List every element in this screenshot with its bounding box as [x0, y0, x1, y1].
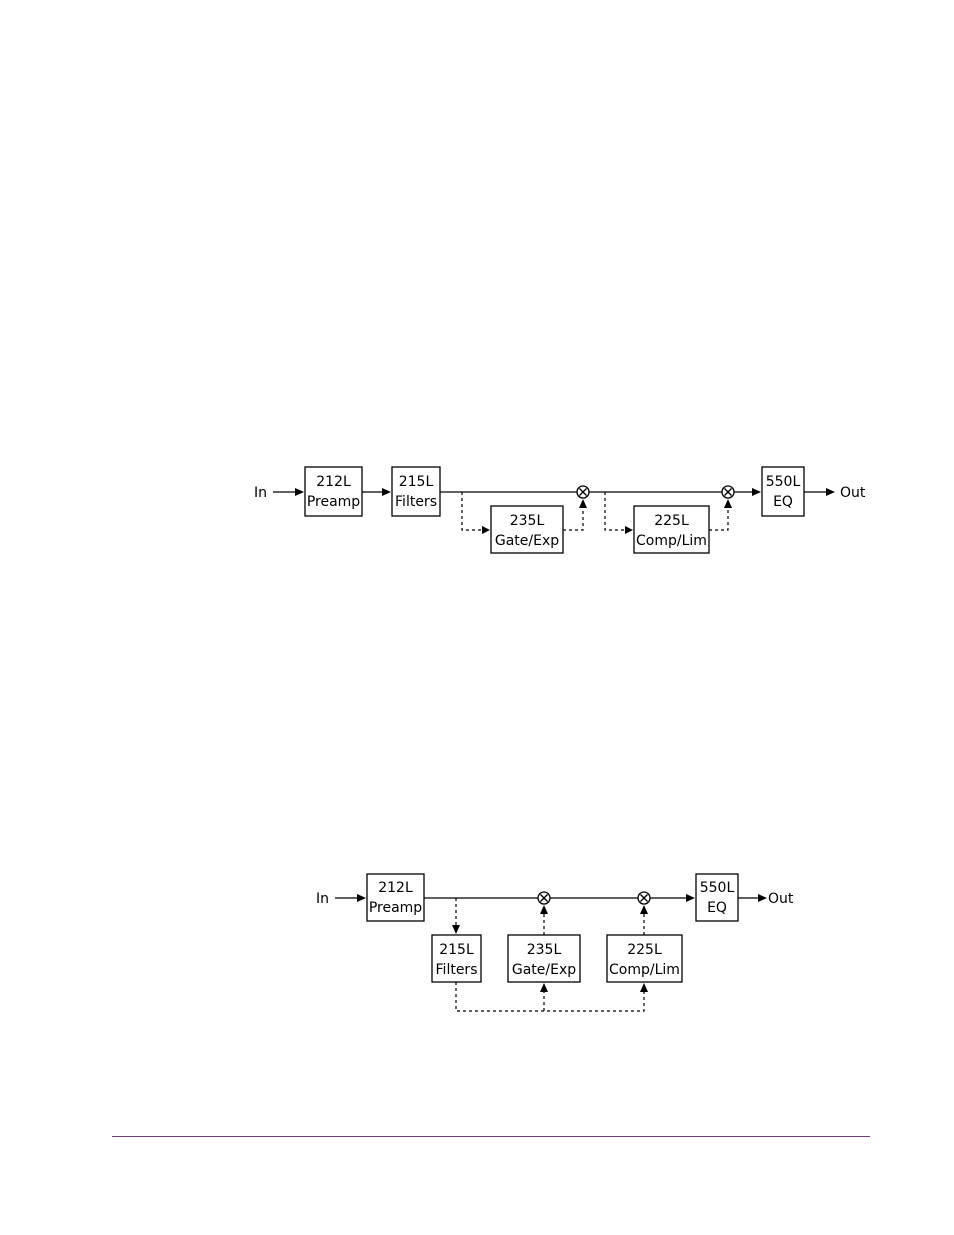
- signal-chain-diagram-parallel: In 212L Preamp 550L EQ Out 215L: [316, 874, 794, 1011]
- mixer-to-eq-arrowhead: [752, 488, 761, 496]
- input-arrowhead: [357, 894, 366, 902]
- eq-name: EQ: [707, 900, 727, 916]
- mixer-to-eq-arrowhead: [686, 894, 695, 902]
- gate-name: Gate/Exp: [495, 533, 559, 549]
- signal-chain-diagram-serial: In 212L Preamp 215L Filters 235L Gate/Ex…: [254, 467, 866, 553]
- preamp-to-filters-arrowhead: [382, 488, 391, 496]
- comp-name: Comp/Lim: [636, 533, 707, 549]
- output-arrowhead: [758, 894, 767, 902]
- preamp-name: Preamp: [369, 900, 422, 916]
- input-label: In: [316, 891, 329, 907]
- gate-model: 235L: [527, 942, 562, 958]
- eq-model: 550L: [700, 880, 735, 896]
- comp-name: Comp/Lim: [609, 962, 680, 978]
- comp-sidechain-line: [605, 492, 625, 530]
- gate-name: Gate/Exp: [512, 962, 576, 978]
- filters-name: Filters: [395, 494, 437, 510]
- preamp-model: 212L: [378, 880, 413, 896]
- gate-control-arrowhead: [540, 905, 548, 914]
- comp-model: 225L: [654, 513, 689, 529]
- filters-bus-line: [456, 982, 644, 1011]
- gate-sidechain-line: [462, 492, 482, 530]
- gate-model: 235L: [510, 513, 545, 529]
- output-arrowhead: [826, 488, 835, 496]
- comp-sidechain-arrowhead: [625, 526, 633, 534]
- eq-name: EQ: [773, 494, 793, 510]
- input-arrowhead: [295, 488, 304, 496]
- filters-to-gate-arrowhead: [540, 983, 548, 992]
- comp-control-arrowhead: [724, 499, 732, 508]
- input-label: In: [254, 485, 267, 501]
- output-label: Out: [768, 891, 794, 907]
- filters-model: 215L: [439, 942, 474, 958]
- filters-sidechain-arrowhead: [452, 925, 460, 934]
- filters-to-comp-arrowhead: [640, 983, 648, 992]
- filters-name: Filters: [436, 962, 478, 978]
- comp-control-line: [709, 507, 728, 530]
- preamp-model: 212L: [316, 474, 351, 490]
- filters-model: 215L: [399, 474, 434, 490]
- eq-model: 550L: [766, 474, 801, 490]
- comp-control-arrowhead: [640, 905, 648, 914]
- preamp-name: Preamp: [307, 494, 360, 510]
- output-label: Out: [840, 485, 866, 501]
- comp-model: 225L: [627, 942, 662, 958]
- gate-sidechain-arrowhead: [482, 526, 490, 534]
- gate-control-line: [563, 507, 583, 530]
- footer-rule: [112, 1136, 870, 1137]
- gate-control-arrowhead: [579, 499, 587, 508]
